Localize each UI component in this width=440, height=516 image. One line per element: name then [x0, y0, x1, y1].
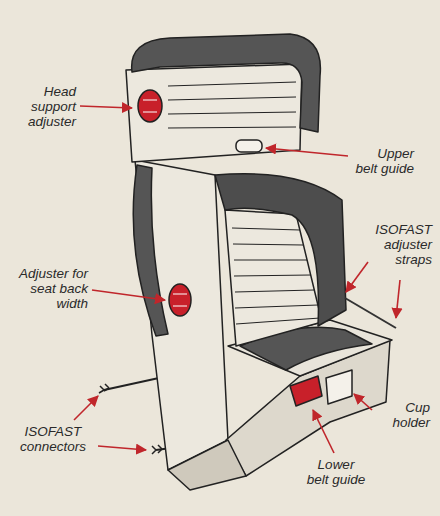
part-label: Lower belt guide [306, 457, 366, 487]
part-label: Head support adjuster [14, 84, 76, 129]
part-label: ISOFAST adjuster straps [370, 222, 432, 267]
part-label: ISOFAST connectors [12, 424, 94, 454]
part-label: Adjuster for seat back width [8, 266, 88, 311]
part-label: Upper belt guide [354, 146, 414, 176]
part-label: Cup holder [378, 400, 430, 430]
